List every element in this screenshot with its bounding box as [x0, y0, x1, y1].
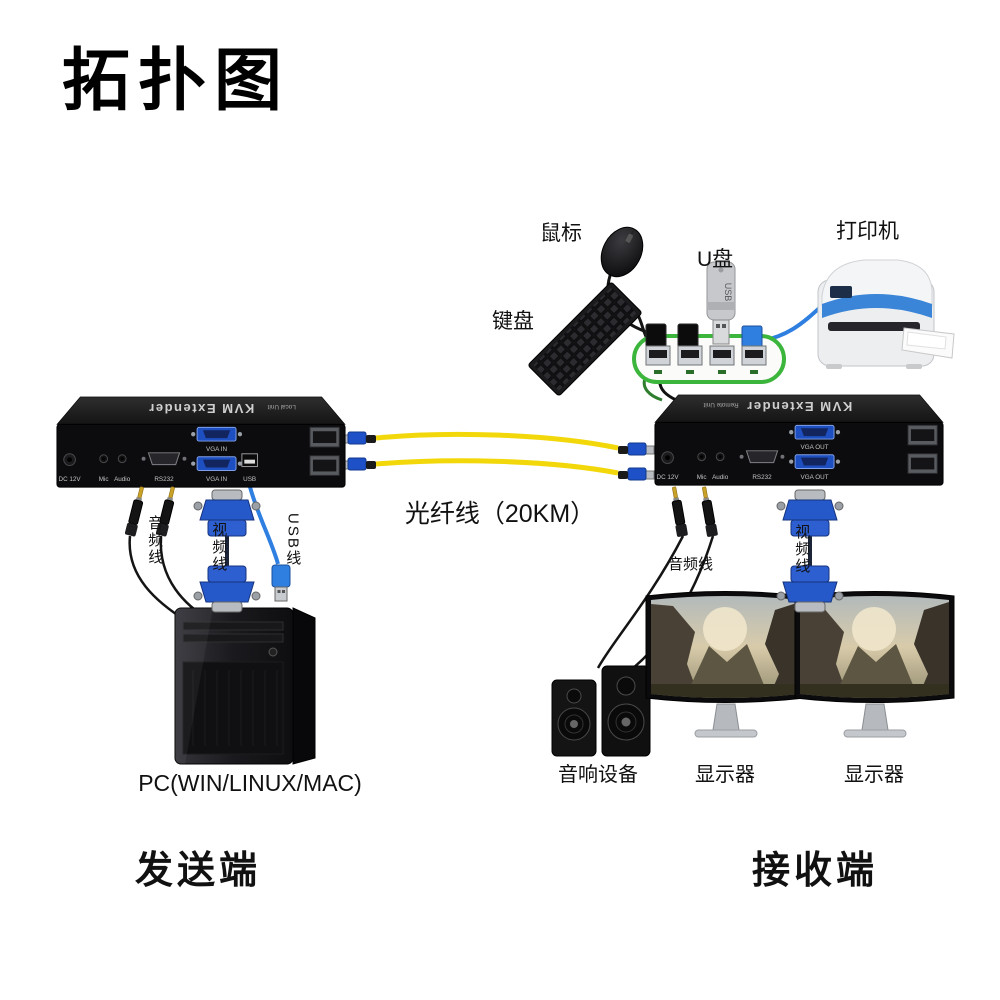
- usb-drive-body-text: USB: [723, 283, 733, 302]
- local-kvm-unit: KVM Extender Local Unit: [55, 395, 347, 493]
- fiber-cables: [339, 431, 655, 481]
- usb-drive-graphic: USB: [702, 258, 740, 350]
- mouse-icon: [600, 226, 644, 278]
- sender-label: 发送端: [135, 850, 262, 892]
- local-unit-text: Local Unit: [268, 403, 296, 410]
- vga-connector-down-icon: [193, 565, 261, 613]
- audio-plug-icon: [701, 486, 718, 537]
- speakers-icon: [551, 665, 651, 757]
- audio-plug-icon: [671, 486, 688, 537]
- page-title: 拓扑图: [62, 43, 291, 119]
- usb-hub-graphic: [630, 316, 788, 400]
- usb-drive-label: U盘: [697, 248, 734, 271]
- svg-text:Audio: Audio: [114, 476, 131, 483]
- vga-connector-up-icon: [193, 489, 261, 537]
- remote-port-labels: DC 12V Mic Audio RS232 VGA OUT VGA OUT: [657, 444, 829, 481]
- svg-text:VGA IN: VGA IN: [206, 476, 227, 483]
- printer-label: 打印机: [836, 220, 899, 243]
- svg-text:DC 12V: DC 12V: [657, 474, 680, 481]
- pc-tower-icon: [174, 607, 316, 765]
- local-top-face: [56, 396, 346, 425]
- svg-text:VGA OUT: VGA OUT: [801, 474, 829, 481]
- usb-plug-left: [266, 563, 296, 605]
- vga-connector-up-icon: [776, 489, 844, 537]
- mouse-plug: [677, 323, 699, 349]
- audio-cable-right-label: 音频线: [668, 556, 714, 573]
- monitor-1-graphic: [643, 584, 808, 756]
- printer-plug: [741, 325, 763, 349]
- remote-kvm-unit: KVM Extender Remote Unit DC 12: [653, 393, 945, 491]
- local-brand-text: KVM Extender: [148, 401, 255, 416]
- svg-text:Audio: Audio: [712, 474, 729, 481]
- usb-plug-icon: [271, 564, 291, 602]
- audio-cable-left-label: 音频线: [146, 515, 164, 566]
- monitor-2-label: 显示器: [844, 764, 904, 786]
- fiber-cable-label: 光纤线（20KM）: [404, 500, 596, 528]
- audio-plugs-left: [112, 483, 212, 553]
- vga-connector-down-icon: [776, 565, 844, 613]
- local-port-labels: DC 12V Mic Audio RS232 VGA IN VGA IN USB: [59, 446, 257, 483]
- receiver-label: 接收端: [752, 850, 879, 892]
- remote-ports: [661, 424, 938, 474]
- keyboard-icon: [528, 282, 642, 396]
- keyboard-label: 键盘: [492, 310, 534, 333]
- vga-cable-left: [190, 486, 265, 616]
- audio-wire-right-1: [596, 535, 685, 669]
- usb-wire-left: [248, 486, 280, 565]
- svg-text:DC 12V: DC 12V: [59, 476, 82, 483]
- remote-unit-text: Remote Unit: [703, 401, 738, 408]
- usb-hub-icon: [632, 323, 786, 384]
- video-cable-left-label: 视频线: [210, 522, 228, 573]
- audio-plug-icon: [124, 486, 144, 537]
- audio-plugs-right: [642, 483, 742, 553]
- monitor-icon: [794, 591, 955, 738]
- monitor-1-label: 显示器: [695, 764, 755, 786]
- svg-text:USB: USB: [243, 476, 256, 483]
- svg-text:VGA OUT: VGA OUT: [801, 444, 829, 451]
- mouse-graphic: [584, 216, 662, 288]
- mouse-label: 鼠标: [540, 222, 582, 245]
- usb-drive-icon: USB: [706, 261, 736, 345]
- remote-front-face: [654, 421, 944, 486]
- usb-cable-left-label: USB线: [284, 513, 302, 567]
- remote-brand-text: KVM Extender: [746, 399, 853, 414]
- local-front-face: [56, 423, 346, 488]
- speakers-label: 音响设备: [558, 764, 638, 786]
- printer-icon: [817, 259, 955, 369]
- audio-plug-icon: [155, 486, 175, 537]
- vga-cable-right: [773, 486, 848, 616]
- monitor-icon: [645, 591, 806, 738]
- keyboard-graphic: [518, 280, 652, 398]
- monitor-2-graphic: [792, 584, 957, 756]
- pc-tower-graphic: [163, 600, 338, 768]
- local-ports: [63, 426, 340, 476]
- remote-top-face: [654, 394, 944, 423]
- svg-text:RS232: RS232: [752, 474, 772, 481]
- pc-label: PC(WIN/LINUX/MAC): [138, 770, 362, 796]
- svg-text:RS232: RS232: [154, 476, 174, 483]
- svg-text:VGA IN: VGA IN: [206, 446, 227, 453]
- svg-text:Mic: Mic: [99, 476, 109, 483]
- svg-text:Mic: Mic: [697, 474, 707, 481]
- video-cable-right-label: 视频线: [793, 524, 811, 575]
- printer-graphic: [812, 246, 967, 381]
- speakers-graphic: [546, 656, 658, 760]
- keyboard-plug: [645, 323, 667, 349]
